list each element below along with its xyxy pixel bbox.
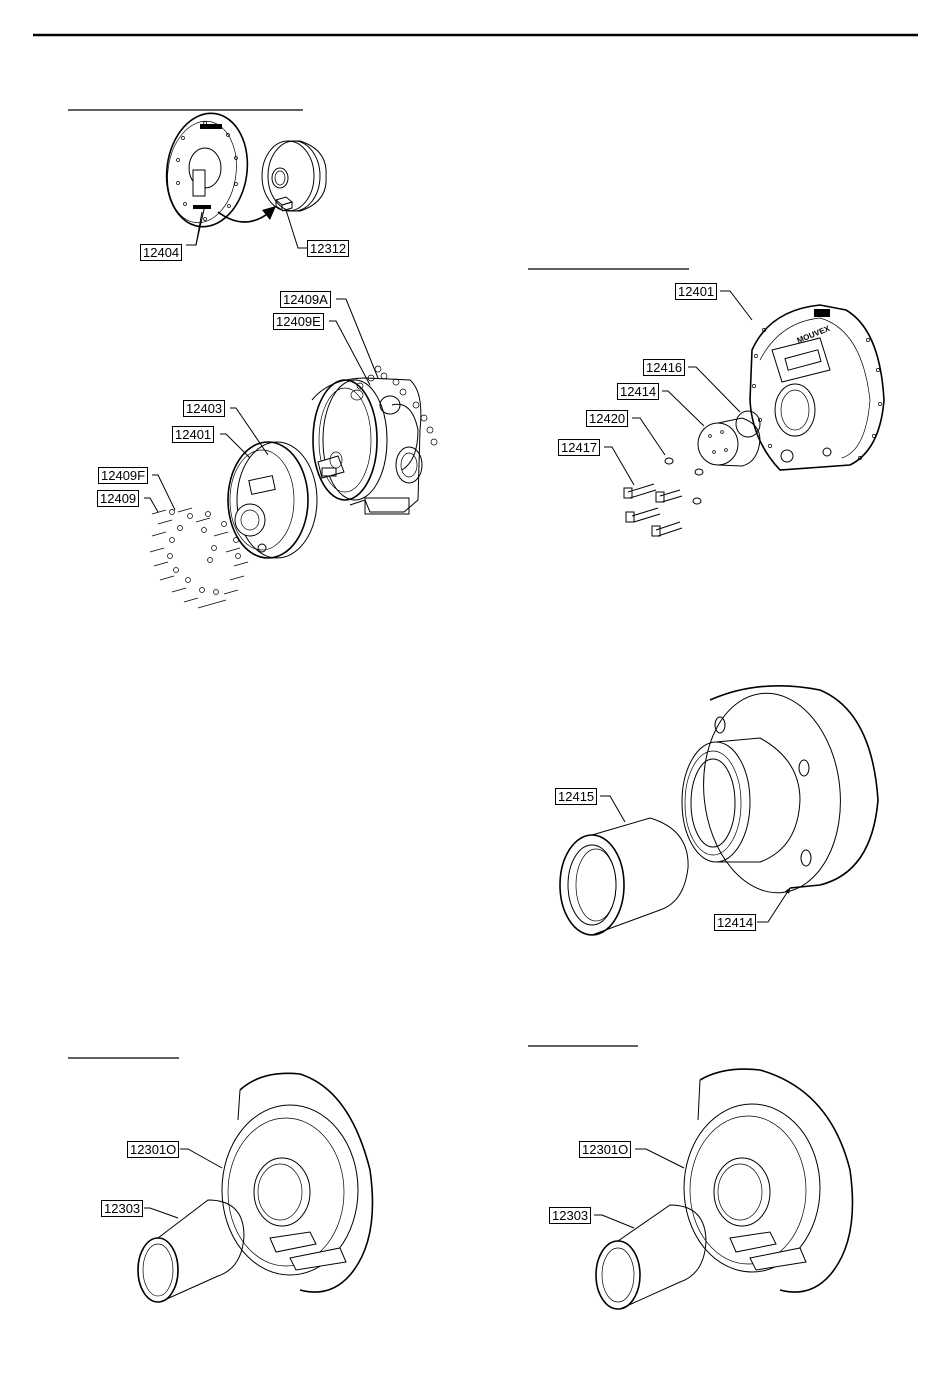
callout-12416: 12416 [643,359,685,376]
figure-bushing-housing [560,686,878,935]
callout-12403: 12403 [183,400,225,417]
callout-12303-right: 12303 [549,1207,591,1224]
figure-housing-right [594,1069,853,1309]
callout-12420: 12420 [586,410,628,427]
callout-12409F: 12409F [98,467,148,484]
figure-cover-and-rotor [159,108,326,248]
callout-12312: 12312 [307,240,349,257]
callout-12417: 12417 [558,439,600,456]
figure-housing-left [138,1073,373,1302]
callout-12409A: 12409A [280,291,331,308]
callout-12404: 12404 [140,244,182,261]
callout-12401-left: 12401 [172,426,214,443]
callout-12303-left: 12303 [101,1200,143,1217]
figure-cover-bearing [604,291,884,536]
callout-12301O-left: 12301O [127,1141,179,1158]
callout-12409: 12409 [97,490,139,507]
figure-exploded-pump [144,299,437,608]
callout-12414-top: 12414 [617,383,659,400]
callout-12414-bottom: 12414 [714,914,756,931]
callout-12301O-right: 12301O [579,1141,631,1158]
callout-12409E: 12409E [273,313,324,330]
callout-12415: 12415 [555,788,597,805]
callout-12401-right: 12401 [675,283,717,300]
